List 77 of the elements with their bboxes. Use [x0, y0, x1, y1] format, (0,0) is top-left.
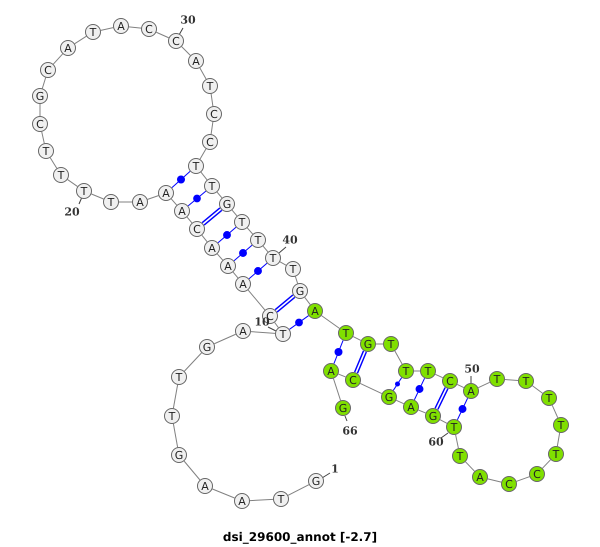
backbone-line: [332, 378, 342, 401]
backbone-line: [542, 459, 551, 469]
base-pair-line: [333, 340, 344, 364]
base-pair-line: [248, 262, 268, 280]
backbone-line: [304, 296, 311, 306]
backbone-line: [200, 172, 208, 180]
backbone-line: [232, 272, 238, 278]
backbone-line: [128, 26, 142, 29]
backbone-line: [172, 384, 178, 409]
backbone-line: [42, 77, 46, 89]
base-pair-line: [274, 294, 296, 313]
backbone-line: [396, 400, 404, 404]
backbone-line: [90, 194, 104, 200]
backbone-line: [172, 423, 178, 448]
backbone-line: [67, 179, 78, 187]
base-pair-line: [414, 378, 426, 400]
caption: dsi_29600_annot [-2.7]: [222, 531, 378, 543]
backbone-line: [200, 148, 206, 160]
backbone-line: [216, 192, 222, 198]
backbone-line: [214, 334, 236, 344]
backbone-line: [465, 461, 475, 472]
base-pair-line: [202, 207, 222, 226]
backbone-line: [74, 36, 87, 44]
position-number: 50: [464, 364, 480, 374]
backbone-line: [156, 32, 170, 38]
backbone-line: [274, 322, 279, 328]
backbone-line: [394, 350, 403, 364]
backbone-line: [338, 374, 346, 378]
backbone-line: [455, 434, 459, 449]
backbone-line: [262, 246, 268, 252]
backbone-line: [414, 370, 420, 372]
backbone-line: [248, 290, 266, 310]
backbone-line: [504, 379, 519, 381]
position-number: 40: [282, 234, 298, 246]
position-number: 1: [331, 464, 339, 474]
backbone-line: [288, 484, 310, 496]
backbone-line: [100, 27, 114, 31]
backbone-line: [250, 498, 274, 502]
backbone-line: [250, 331, 276, 334]
base-pair-line: [354, 350, 367, 374]
position-number: 60: [428, 436, 444, 448]
base-pair-line: [234, 244, 252, 262]
backbone-line: [487, 478, 502, 483]
position-number: 30: [180, 14, 196, 26]
backbone-line: [434, 374, 444, 378]
backbone-line: [186, 216, 192, 224]
backbone-line: [516, 476, 530, 482]
backbone-line: [556, 432, 560, 447]
backbone-line: [321, 315, 340, 329]
backbone-line: [532, 385, 544, 394]
backbone-line: [147, 195, 159, 200]
backbone-line: [210, 121, 214, 135]
base-pair-line: [434, 387, 449, 410]
base-pair-line: [171, 170, 191, 188]
base-pair-line: [392, 377, 402, 391]
backbone-line: [418, 410, 426, 414]
backbone-line: [184, 352, 202, 372]
base-pair-line: [188, 190, 206, 206]
base-pair-line: [218, 226, 236, 244]
backbone-line: [280, 261, 286, 266]
backbone-line: [210, 93, 214, 107]
backbone-line: [50, 157, 58, 169]
backbone-line: [212, 488, 236, 498]
backbone-line: [294, 276, 298, 284]
backbone-line: [181, 46, 191, 56]
position-number: 20: [64, 206, 80, 218]
backbone-line: [41, 131, 45, 144]
backbone-line: [478, 382, 490, 388]
backbone-line: [199, 67, 207, 80]
backbone-line: [552, 404, 558, 418]
base-pair-line: [289, 315, 309, 330]
backbone-line: [52, 53, 64, 65]
backbone-line: [232, 210, 238, 216]
position-number: 66: [342, 426, 358, 436]
base-pair-line: [456, 398, 468, 420]
backbone-line: [360, 382, 382, 394]
backbone-line: [184, 460, 200, 480]
